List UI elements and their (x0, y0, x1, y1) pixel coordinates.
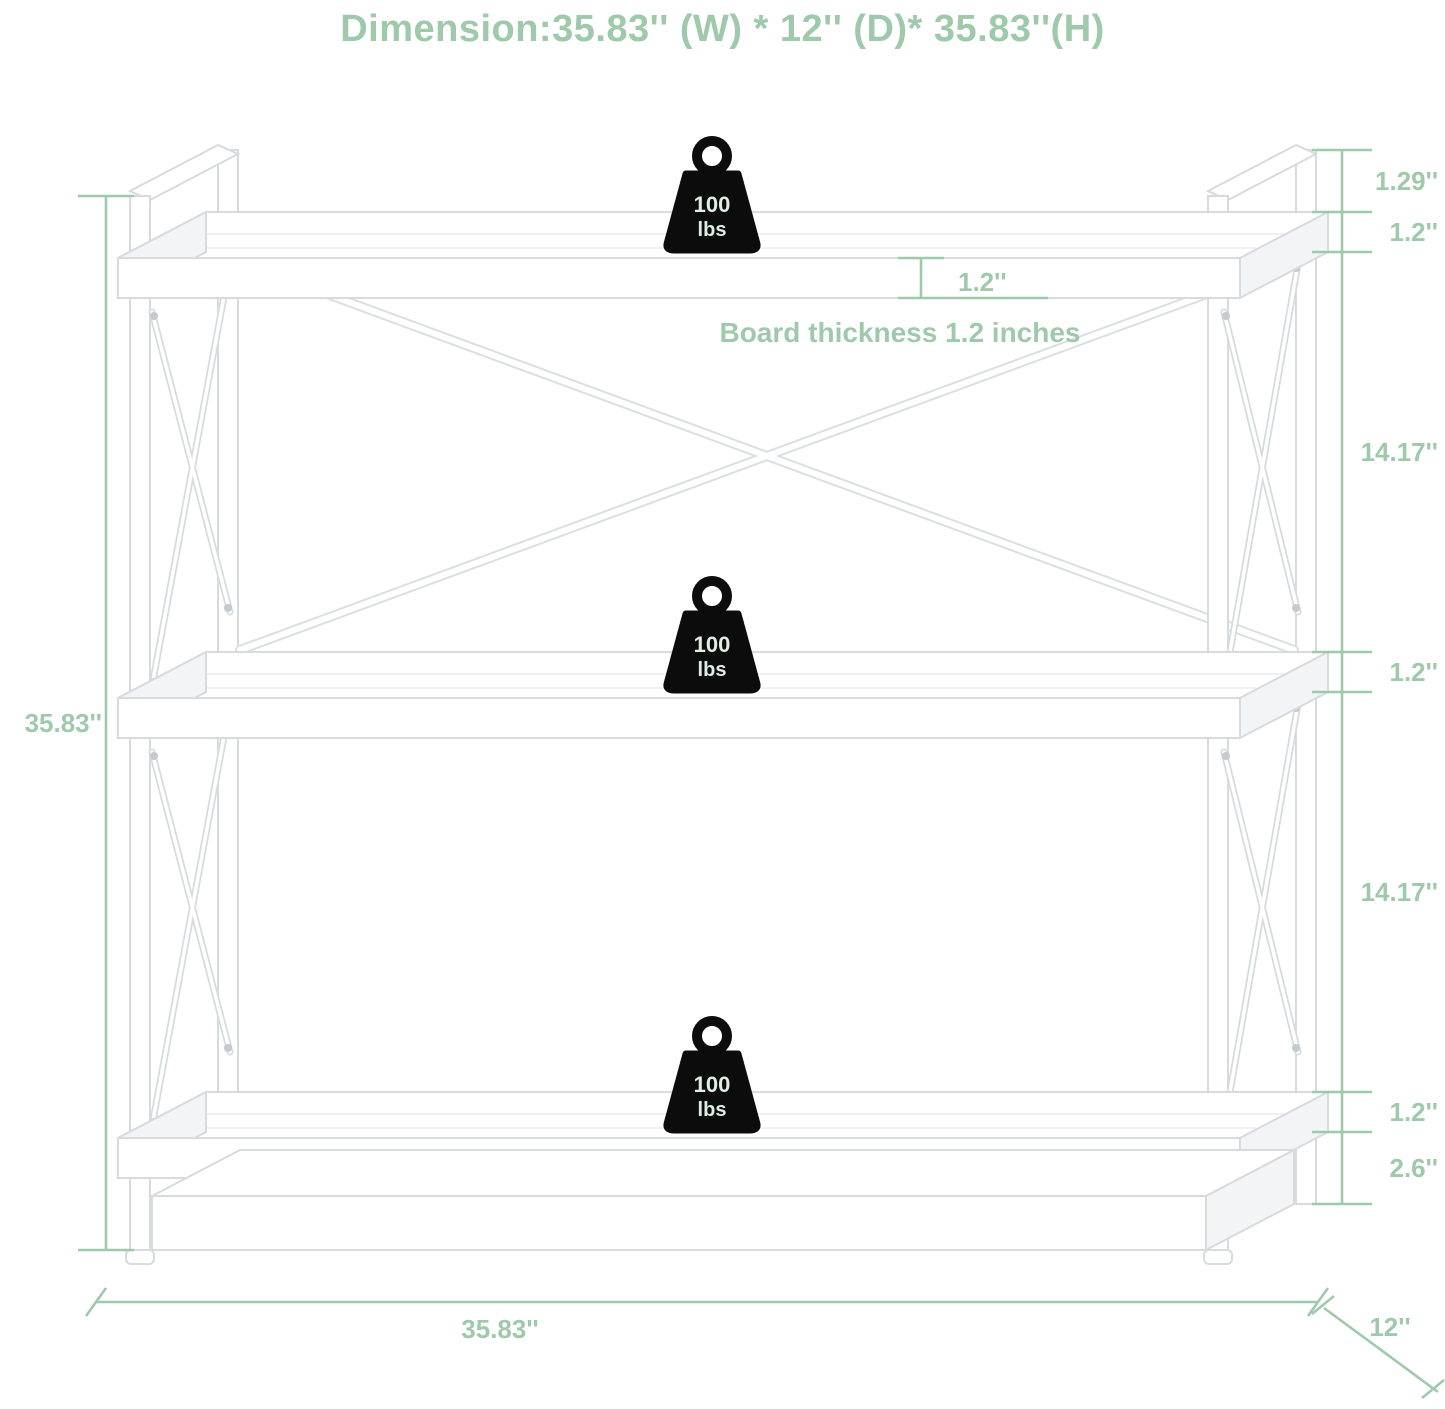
width-dimension-label: 35.83'' (461, 1314, 538, 1344)
right-dimension-stack: 1.29'' 1.2'' 14.17'' 1.2'' 14.17'' 1.2''… (1312, 148, 1438, 1206)
dimension-title: Dimension:35.83'' (W) * 12'' (D)* 35.83'… (340, 8, 1105, 50)
top-shelf (117, 210, 1329, 300)
base-frame (151, 1148, 1295, 1252)
weight-value-label: 100 (694, 632, 731, 657)
weight-unit-label: lbs (698, 1099, 727, 1121)
middle-shelf-front-edge (117, 697, 1241, 739)
board-thickness-callout-label: 1.2'' (958, 267, 1007, 297)
lower-gap-dimension-label: 14.17'' (1361, 877, 1438, 907)
middle-board-dimension-label: 1.2'' (1389, 657, 1438, 687)
top-rail-dimension-label: 1.29'' (1375, 166, 1438, 196)
middle-shelf (117, 650, 1329, 740)
weight-icon-middle: 100 lbs (663, 576, 761, 694)
depth-dimension: 12'' (1311, 1294, 1445, 1400)
width-dimension: 35.83'' (84, 1287, 1330, 1344)
top-board-dimension-label: 1.2'' (1389, 217, 1438, 247)
weight-value-label: 100 (694, 1072, 731, 1097)
upper-gap-dimension-label: 14.17'' (1361, 437, 1438, 467)
weight-value-label: 100 (694, 192, 731, 217)
weight-icon-bottom: 100 lbs (663, 1016, 761, 1134)
right-foot (1203, 1249, 1233, 1265)
right-lower-cross-brace (1220, 700, 1302, 1130)
weight-icon-top: 100 lbs (663, 136, 761, 254)
left-foot (125, 1249, 155, 1265)
weight-body (663, 170, 761, 254)
weight-unit-label: lbs (698, 219, 727, 241)
weight-handle-ring (692, 576, 732, 616)
height-dimension: 35.83'' (25, 194, 134, 1252)
weight-handle-ring (692, 1016, 732, 1056)
weight-body (663, 610, 761, 694)
back-cross-brace (235, 257, 1299, 655)
board-thickness-note: Board thickness 1.2 inches (719, 317, 1080, 348)
board-thickness-callout: 1.2'' Board thickness 1.2 inches (719, 256, 1081, 348)
feet (125, 1249, 1233, 1265)
right-upper-cross-brace (1220, 260, 1302, 690)
base-height-dimension-label: 2.6'' (1389, 1153, 1438, 1183)
left-lower-cross-brace (148, 700, 234, 1130)
left-upper-cross-brace (148, 260, 234, 690)
weight-body (663, 1050, 761, 1134)
weight-unit-label: lbs (698, 659, 727, 681)
bottom-board-dimension-label: 1.2'' (1389, 1097, 1438, 1127)
height-dimension-label: 35.83'' (25, 708, 102, 738)
top-shelf-front-edge (117, 257, 1241, 299)
weight-handle-ring (692, 136, 732, 176)
depth-dimension-label: 12'' (1369, 1312, 1410, 1342)
